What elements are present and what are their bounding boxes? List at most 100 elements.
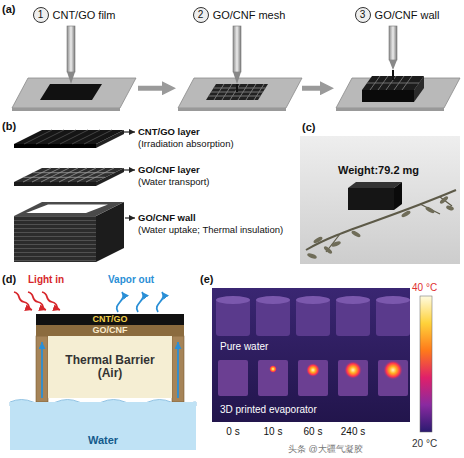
vapor-flow <box>157 292 164 312</box>
photo <box>348 182 402 188</box>
print-plate <box>178 78 302 108</box>
printed-mesh <box>214 88 266 89</box>
print-needle <box>233 26 241 72</box>
print-needle <box>67 26 397 92</box>
printed-mesh <box>206 84 268 100</box>
panel-letter: (b) <box>2 120 16 133</box>
leader-arrow <box>122 169 135 170</box>
time-label: 10 s <box>264 426 283 438</box>
photo <box>446 205 455 211</box>
printed-wall-box <box>362 90 414 102</box>
printed-wall-box <box>367 83 419 84</box>
photo <box>425 206 436 214</box>
print-needle <box>67 26 75 72</box>
layer-name: GO/CNF wall <box>138 212 196 223</box>
callout-number: 2 <box>193 7 209 23</box>
air-gap: Thermal Barrier (Air) <box>48 336 172 398</box>
light-rays <box>14 292 32 310</box>
thermal-image <box>296 296 330 304</box>
photo <box>300 136 460 264</box>
leader-arrow <box>125 217 135 218</box>
thermal-image <box>258 360 288 396</box>
vapor-flow <box>117 292 164 312</box>
mesh-layer <box>23 177 105 178</box>
absorber-band: CNT/GO <box>36 314 184 325</box>
thermal-image <box>338 360 368 396</box>
node-label: GO/CNF wall <box>375 7 440 23</box>
photo <box>348 188 394 210</box>
thermal-image <box>269 360 403 380</box>
printed-mesh <box>209 84 266 100</box>
absorber-layer <box>24 130 112 144</box>
weight-note: Weight:79.2 mg <box>338 164 419 177</box>
wall-layer <box>14 216 96 262</box>
node-label: GO/CNF mesh <box>213 7 286 23</box>
plate-edge <box>12 108 444 111</box>
wall-layer <box>14 202 124 216</box>
photo <box>323 245 333 254</box>
scale-value: 40 °C <box>412 282 437 294</box>
vapor-flow <box>137 292 144 312</box>
evaporator-wall <box>36 336 184 402</box>
layer-name: CNT/GO layer <box>138 126 200 137</box>
thermal-image <box>216 296 410 304</box>
evaporator-wall <box>36 336 48 402</box>
light-rays <box>14 292 60 310</box>
scale-value: 20 °C <box>412 438 437 450</box>
leader-arrow <box>122 132 135 218</box>
print-needle <box>389 60 397 70</box>
evaporator-wall <box>172 336 184 402</box>
water-pool: Water <box>10 402 196 450</box>
process-step: 2GO/CNF mesh <box>176 4 302 112</box>
water-uptake <box>177 342 179 398</box>
leader-arrow <box>124 131 135 132</box>
node-label: Thermal Barrier (Air) <box>52 354 168 380</box>
process-arrow <box>138 86 162 91</box>
node-label: GO/CNF <box>93 326 128 336</box>
print-needle <box>236 84 238 92</box>
thermal-image <box>216 296 250 304</box>
time-label: 0 s <box>226 426 239 438</box>
photo <box>401 210 412 218</box>
print-needle <box>392 70 394 80</box>
layer-role: (Water uptake; Thermal insulation) <box>138 224 283 235</box>
mesh-layer <box>14 182 96 186</box>
absorber-layer <box>84 130 112 144</box>
color-scale <box>420 296 432 432</box>
thermal-image <box>298 360 328 396</box>
flow-label: Vapor out <box>108 274 154 286</box>
callout-number: 3 <box>355 7 371 23</box>
node-label: Water <box>88 434 118 446</box>
absorber-layer <box>14 130 124 148</box>
flow-label: Light in <box>28 274 64 286</box>
panel-letter: (e) <box>200 273 213 286</box>
node-label: CNT/GO <box>93 315 128 325</box>
plate-edge <box>178 108 286 111</box>
panel-letter: (a) <box>2 3 15 16</box>
photo <box>394 182 402 210</box>
layer-role: (Water transport) <box>138 176 209 187</box>
thermal-image <box>269 365 277 373</box>
photo <box>351 230 362 238</box>
row-label: Pure water <box>220 341 268 353</box>
wall-layer <box>26 205 108 214</box>
photo <box>331 240 342 247</box>
panel-letter: (d) <box>2 273 16 286</box>
thermal-image <box>256 296 290 304</box>
thermal-image <box>378 360 408 396</box>
print-plate <box>12 78 136 108</box>
print-needle <box>233 72 241 84</box>
mesh-layer <box>14 168 124 182</box>
time-label: 240 s <box>341 426 365 438</box>
color-scale <box>420 296 432 432</box>
node-label: CNT/GO film <box>53 7 116 23</box>
mesh-layer <box>86 168 114 182</box>
printed-film <box>40 84 102 100</box>
thermal-image <box>218 360 408 396</box>
thermal-image <box>306 363 320 377</box>
mesh-layer <box>14 168 124 186</box>
callout-number: 1 <box>33 7 49 23</box>
print-needle <box>67 72 75 84</box>
absorber-layer <box>36 130 64 144</box>
